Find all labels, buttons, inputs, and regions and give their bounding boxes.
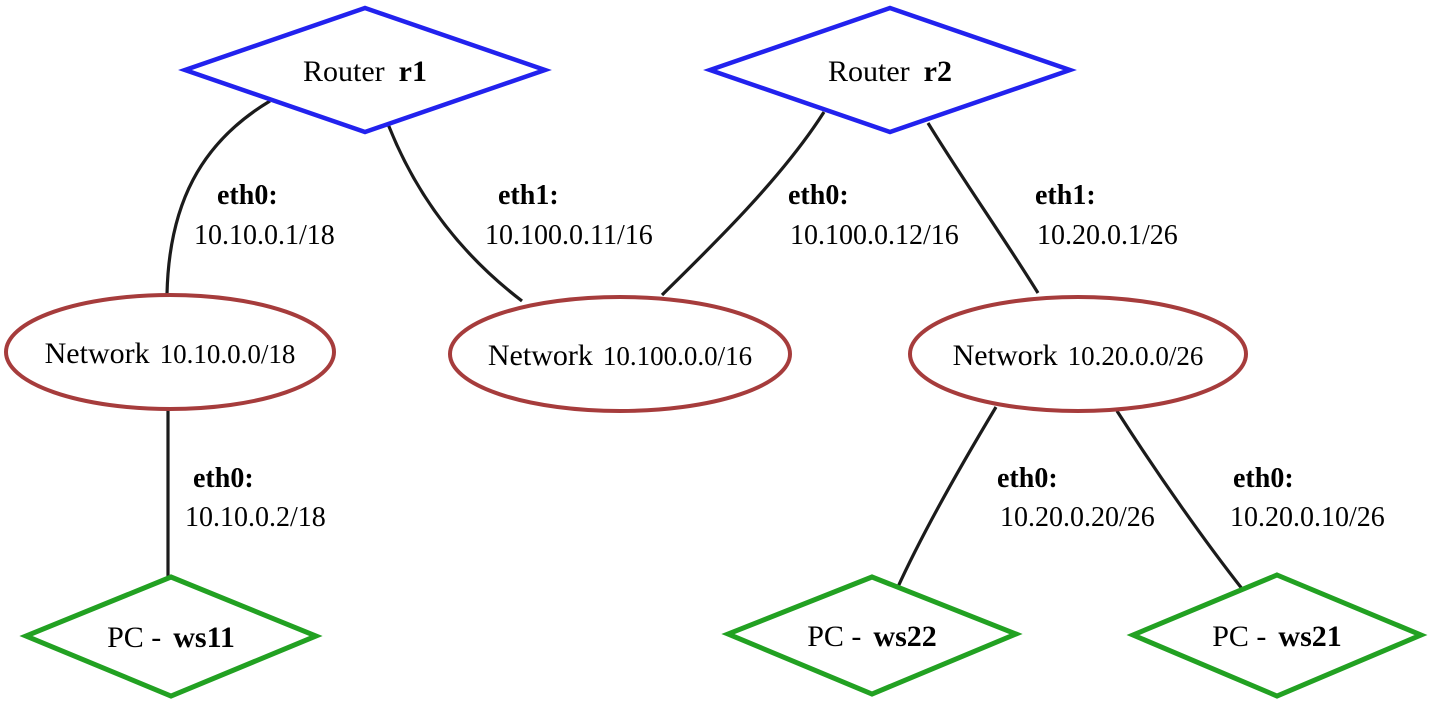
network-10-20-cidr: 10.20.0.0/26 bbox=[1068, 341, 1204, 371]
node-pc-ws21: PC - ws21 bbox=[1126, 572, 1428, 699]
edge-r2-to-net-10-20 bbox=[926, 122, 1040, 294]
network-10-20-type: Network bbox=[953, 339, 1058, 372]
pc-ws22-label: PC - ws22 bbox=[807, 620, 937, 653]
edge-label-r1-eth0: eth0: 10.10.0.1/18 bbox=[194, 180, 335, 251]
ws22-eth0-ip: 10.20.0.20/26 bbox=[1000, 502, 1155, 533]
ws22-eth0-iface: eth0: bbox=[997, 463, 1058, 494]
ws11-eth0-ip: 10.10.0.2/18 bbox=[185, 502, 326, 533]
r1-eth1-iface: eth1: bbox=[498, 180, 559, 211]
node-pc-ws11: PC - ws11 bbox=[19, 574, 323, 699]
router-r1-type: Router bbox=[303, 55, 385, 88]
r2-eth1-iface: eth1: bbox=[1035, 180, 1096, 211]
edge-label-r2-eth1: eth1: 10.20.0.1/26 bbox=[1035, 180, 1178, 251]
pc-ws11-diamond bbox=[19, 574, 323, 699]
edges bbox=[165, 99, 1245, 591]
network-10-100-label: Network 10.100.0.0/16 bbox=[488, 339, 752, 372]
edge-label-r2-eth0: eth0: 10.100.0.12/16 bbox=[788, 180, 959, 251]
edge-label-r1-eth1: eth1: 10.100.0.11/16 bbox=[485, 180, 653, 251]
r1-eth0-ip: 10.10.0.1/18 bbox=[194, 220, 335, 251]
edge-r2-to-net-10-100 bbox=[660, 111, 826, 297]
edge-net-10-20-to-ws21 bbox=[1115, 410, 1245, 591]
edge-r1-to-net-10-10 bbox=[165, 99, 271, 295]
router-r2-type: Router bbox=[828, 55, 910, 88]
pc-ws22-type: PC - bbox=[807, 620, 861, 653]
node-network-10-10: Network 10.10.0.0/18 bbox=[4, 293, 336, 411]
ws21-eth0-iface: eth0: bbox=[1233, 463, 1294, 494]
r2-eth1-ip: 10.20.0.1/26 bbox=[1037, 220, 1178, 251]
node-pc-ws22: PC - ws22 bbox=[721, 574, 1023, 697]
pc-ws21-name: ws21 bbox=[1278, 620, 1341, 653]
r2-eth0-ip: 10.100.0.12/16 bbox=[790, 220, 959, 251]
pc-ws11-label: PC - ws11 bbox=[107, 621, 235, 654]
r1-eth0-iface: eth0: bbox=[217, 180, 278, 211]
edge-label-ws11-eth0: eth0: 10.10.0.2/18 bbox=[185, 463, 326, 533]
router-r1-name: r1 bbox=[399, 55, 427, 88]
network-10-100-ellipse bbox=[448, 295, 792, 413]
pc-ws21-type: PC - bbox=[1212, 620, 1266, 653]
network-10-100-type: Network bbox=[488, 339, 593, 372]
pc-ws22-diamond bbox=[721, 574, 1023, 697]
node-network-10-100: Network 10.100.0.0/16 bbox=[448, 295, 792, 413]
network-10-10-type: Network bbox=[45, 337, 150, 370]
network-10-20-label: Network 10.20.0.0/26 bbox=[953, 339, 1204, 372]
network-10-10-ellipse bbox=[4, 293, 336, 411]
network-10-10-cidr: 10.10.0.0/18 bbox=[160, 339, 296, 369]
pc-ws11-type: PC - bbox=[107, 621, 161, 654]
edge-r1-to-net-10-100 bbox=[386, 123, 523, 303]
node-router-r2: Router r2 bbox=[703, 5, 1077, 135]
node-network-10-20: Network 10.20.0.0/26 bbox=[908, 295, 1248, 413]
edge-label-ws21-eth0: eth0: 10.20.0.10/26 bbox=[1230, 463, 1385, 533]
node-router-r1: Router r1 bbox=[178, 5, 552, 135]
pc-ws21-diamond bbox=[1126, 572, 1428, 699]
pc-ws21-label: PC - ws21 bbox=[1212, 620, 1342, 653]
pc-ws11-name: ws11 bbox=[173, 621, 235, 654]
r1-eth1-ip: 10.100.0.11/16 bbox=[485, 220, 653, 251]
router-r2-name: r2 bbox=[924, 55, 952, 88]
router-r2-label: Router r2 bbox=[828, 55, 952, 88]
router-r2-diamond bbox=[703, 5, 1077, 135]
r2-eth0-iface: eth0: bbox=[788, 180, 849, 211]
ws21-eth0-ip: 10.20.0.10/26 bbox=[1230, 502, 1385, 533]
ws11-eth0-iface: eth0: bbox=[193, 463, 254, 494]
network-10-20-ellipse bbox=[908, 295, 1248, 413]
network-10-100-cidr: 10.100.0.0/16 bbox=[603, 341, 752, 371]
router-r1-diamond bbox=[178, 5, 552, 135]
router-r1-label: Router r1 bbox=[303, 55, 427, 88]
pc-ws22-name: ws22 bbox=[873, 620, 936, 653]
edge-net-10-20-to-ws22 bbox=[895, 406, 998, 590]
edge-label-ws22-eth0: eth0: 10.20.0.20/26 bbox=[997, 463, 1155, 533]
network-10-10-label: Network 10.10.0.0/18 bbox=[45, 337, 296, 370]
